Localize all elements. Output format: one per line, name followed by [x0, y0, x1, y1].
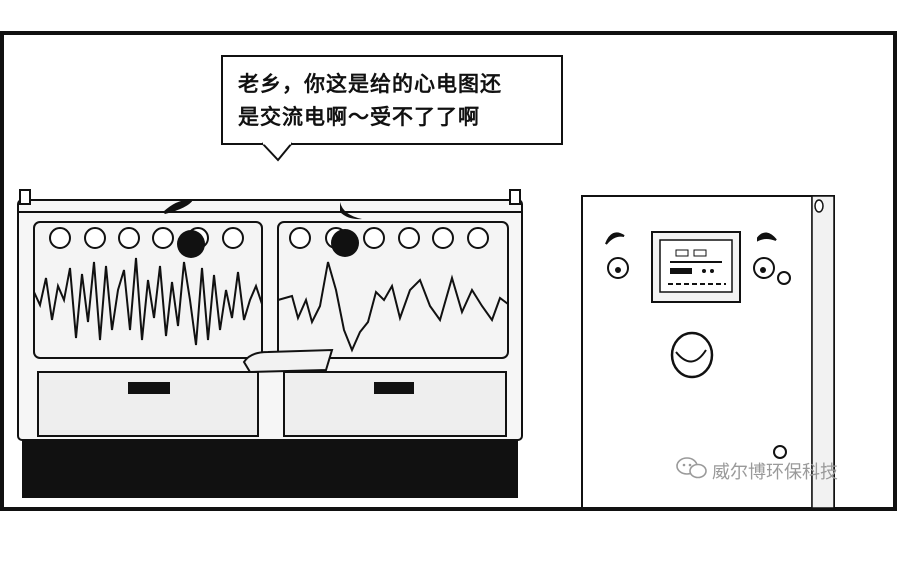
left-drawer-handle	[128, 382, 170, 394]
speech-bubble-text: 老乡，你这是给的心电图还 是交流电啊～受不了了啊	[238, 68, 558, 134]
left-waveform	[33, 257, 263, 346]
console-right-eye	[331, 229, 359, 257]
right-drawer-handle	[374, 382, 414, 394]
watermark: 威尔博环保科技	[676, 458, 838, 484]
speech-bubble	[221, 55, 563, 162]
cabinet-right-brow	[757, 232, 777, 242]
monitor-console	[17, 189, 523, 498]
left-drawer	[37, 371, 259, 437]
console-mouth	[242, 348, 334, 374]
console-left-brow	[163, 199, 193, 214]
right-drawer	[283, 371, 507, 437]
cabinet-left-brow	[605, 232, 625, 245]
watermark-icon-spacer	[676, 460, 706, 482]
speech-line-1: 老乡，你这是给的心电图还	[238, 72, 502, 96]
wechat-icon	[676, 457, 707, 479]
watermark-text: 威尔博环保科技	[712, 462, 838, 483]
console-left-eye	[177, 230, 205, 258]
cabinet-lock	[773, 445, 787, 459]
control-cabinet	[581, 195, 835, 509]
speech-line-2: 是交流电啊～受不了了啊	[238, 105, 480, 129]
console-base	[22, 440, 518, 498]
console-right-brow	[340, 202, 362, 220]
right-waveform	[277, 261, 509, 353]
cabinet-mouth	[670, 331, 714, 379]
